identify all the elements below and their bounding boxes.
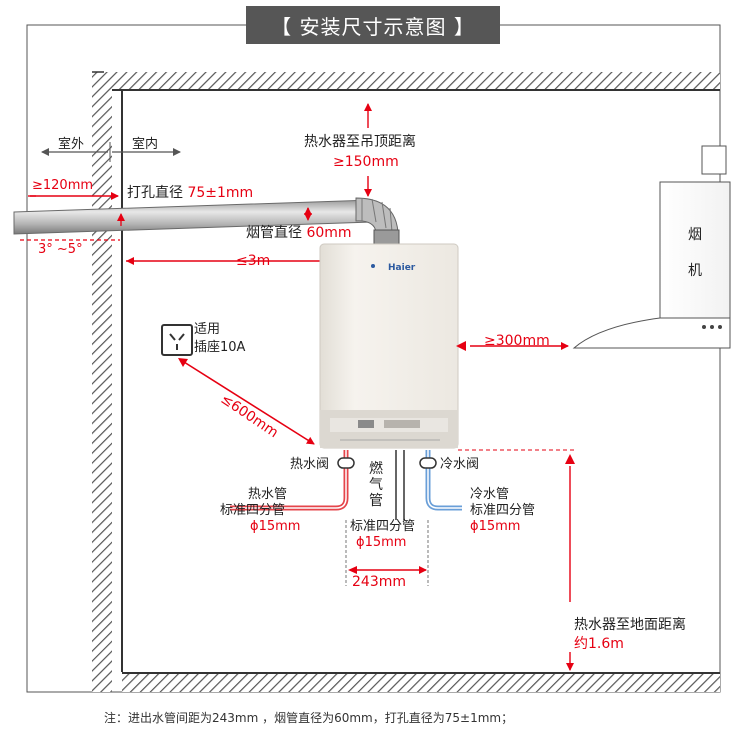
cold-valve-label: 冷水阀 bbox=[440, 457, 480, 472]
gas-char-1: 燃 bbox=[369, 461, 383, 477]
indoor-label: 室内 bbox=[132, 137, 159, 152]
hot-valve-label: 热水阀 bbox=[290, 457, 330, 472]
hot-pipe-spec: 标准四分管 bbox=[220, 503, 286, 518]
flue-length-label: ≤3m bbox=[236, 253, 271, 269]
hot-pipe-label: 热水管 bbox=[248, 487, 288, 502]
pipe-spacing-label: 243mm bbox=[352, 574, 406, 590]
hood-char-1: 烟 bbox=[688, 227, 702, 243]
wall-hatch bbox=[92, 72, 112, 692]
gas-pipe bbox=[395, 450, 405, 520]
cold-pipe-label: 冷水管 bbox=[470, 487, 510, 502]
socket-label-2: 插座10A bbox=[194, 340, 246, 355]
slope-label: 3° ~5° bbox=[38, 242, 83, 257]
footnote: 注：进出水管间距为243mm ，烟管直径为60mm，打孔直径为75±1mm； bbox=[104, 711, 514, 725]
range-hood bbox=[572, 145, 731, 349]
gas-pipe-size: ϕ15mm bbox=[356, 535, 407, 550]
outdoor-label: 室外 bbox=[58, 137, 85, 152]
hot-valve-icon bbox=[337, 457, 355, 469]
flue-diameter-label: 烟管直径 60mm bbox=[246, 225, 352, 241]
gas-pipe-spec: 标准四分管 bbox=[350, 519, 416, 534]
ceiling-distance-label: 热水器至吊顶距离 bbox=[304, 134, 416, 150]
floor-distance-value: 约1.6m bbox=[574, 636, 624, 652]
brand-logo: Haier bbox=[388, 263, 416, 273]
cold-valve-icon bbox=[419, 457, 437, 469]
hole-diameter-label: 打孔直径 75±1mm bbox=[127, 185, 254, 201]
hood-char-2: 机 bbox=[688, 263, 702, 279]
socket-label-1: 适用 bbox=[194, 322, 221, 337]
wall-depth-label: ≥120mm bbox=[32, 178, 94, 193]
title-banner: 【 安装尺寸示意图 】 bbox=[246, 6, 500, 44]
gas-char-2: 气 bbox=[369, 477, 383, 493]
gas-char-3: 管 bbox=[369, 493, 383, 509]
hot-pipe-size: ϕ15mm bbox=[250, 519, 301, 534]
ceiling-distance-value: ≥150mm bbox=[333, 154, 399, 170]
socket-icon bbox=[161, 324, 193, 356]
hood-distance-label: ≥300mm bbox=[484, 333, 550, 349]
floor-hatch bbox=[122, 674, 720, 692]
floor-distance-label: 热水器至地面距离 bbox=[574, 617, 686, 633]
ceiling-hatch bbox=[104, 72, 720, 90]
cold-pipe-spec: 标准四分管 bbox=[470, 503, 536, 518]
flue-elbow bbox=[355, 197, 400, 245]
cold-pipe-size: ϕ15mm bbox=[470, 519, 521, 534]
water-heater: Haier bbox=[319, 243, 459, 449]
